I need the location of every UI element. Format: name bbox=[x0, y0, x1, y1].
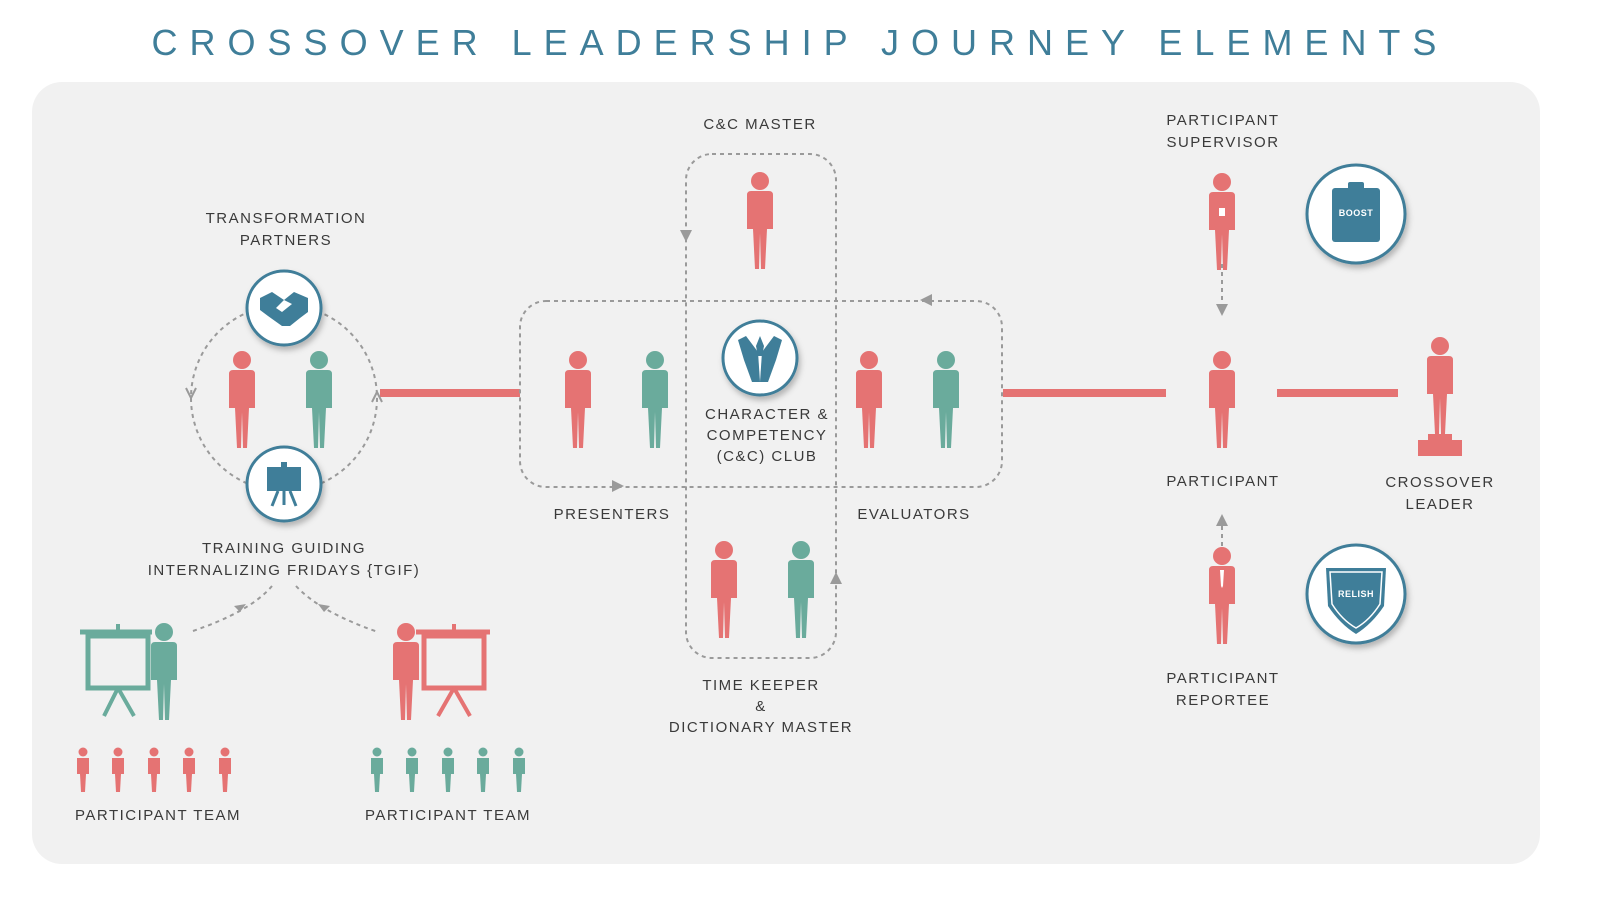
label-crossover-leader: CROSSOVER LEADER bbox=[1385, 474, 1495, 513]
relish-badge-text: RELISH bbox=[1338, 589, 1374, 599]
presenter-figure-teal bbox=[151, 623, 177, 720]
time-keeper-figure-teal bbox=[788, 541, 814, 638]
participant-figure bbox=[1209, 351, 1235, 448]
cc-master-figure bbox=[747, 172, 773, 269]
boost-badge-text: BOOST bbox=[1339, 208, 1374, 218]
club-vertical-dashed bbox=[685, 153, 837, 659]
participant-team-right bbox=[371, 747, 525, 792]
reportee-figure bbox=[1209, 547, 1235, 644]
presentation-board-icon bbox=[416, 624, 490, 717]
crossover-leader-figure bbox=[1427, 337, 1453, 434]
connector-bar-middle bbox=[1003, 389, 1166, 397]
label-transformation-partners: TRANSFORMATION PARTNERS bbox=[205, 210, 367, 249]
label-cc-master: C&C MASTER bbox=[703, 116, 817, 133]
evaluator-figure-teal bbox=[933, 351, 959, 448]
presenter-figure-teal-1 bbox=[642, 351, 668, 448]
label-reportee: PARTICIPANT REPORTEE bbox=[1166, 670, 1280, 709]
label-tgif: TRAINING GUIDING INTERNALIZING FRIDAYS {… bbox=[147, 540, 421, 579]
arrow-left-down bbox=[185, 387, 197, 401]
label-club: CHARACTER & COMPETENCY (C&C) CLUB bbox=[704, 406, 829, 465]
time-keeper-figure-red bbox=[711, 541, 737, 638]
tgif-branch-left bbox=[189, 585, 273, 633]
label-presenters: PRESENTERS bbox=[553, 506, 671, 523]
partner-figure-red bbox=[229, 351, 255, 448]
podium-icon bbox=[1418, 434, 1462, 456]
club-horizontal-dashed bbox=[519, 300, 1003, 488]
connector-bar-left bbox=[380, 389, 520, 397]
hands-together-icon bbox=[721, 319, 799, 397]
label-participant-team-right: PARTICIPANT TEAM bbox=[365, 807, 531, 824]
page-title: CROSSOVER LEADERSHIP JOURNEY ELEMENTS bbox=[151, 22, 1449, 63]
presentation-board-icon bbox=[80, 624, 152, 717]
label-participant: PARTICIPANT bbox=[1166, 473, 1280, 490]
partner-figure-teal bbox=[306, 351, 332, 448]
tgif-branch-right bbox=[295, 585, 379, 633]
label-supervisor: PARTICIPANT SUPERVISOR bbox=[1166, 112, 1280, 151]
label-evaluators: EVALUATORS bbox=[857, 506, 971, 523]
label-time-keeper: TIME KEEPER & DICTIONARY MASTER bbox=[668, 677, 854, 736]
participant-team-left bbox=[77, 747, 231, 792]
arrow-right-up bbox=[371, 389, 383, 403]
label-participant-team-left: PARTICIPANT TEAM bbox=[75, 807, 241, 824]
supervisor-figure bbox=[1209, 173, 1235, 270]
presenter-figure-red bbox=[393, 623, 419, 720]
presenter-figure-red-1 bbox=[565, 351, 591, 448]
connector-bar-right bbox=[1277, 389, 1398, 397]
